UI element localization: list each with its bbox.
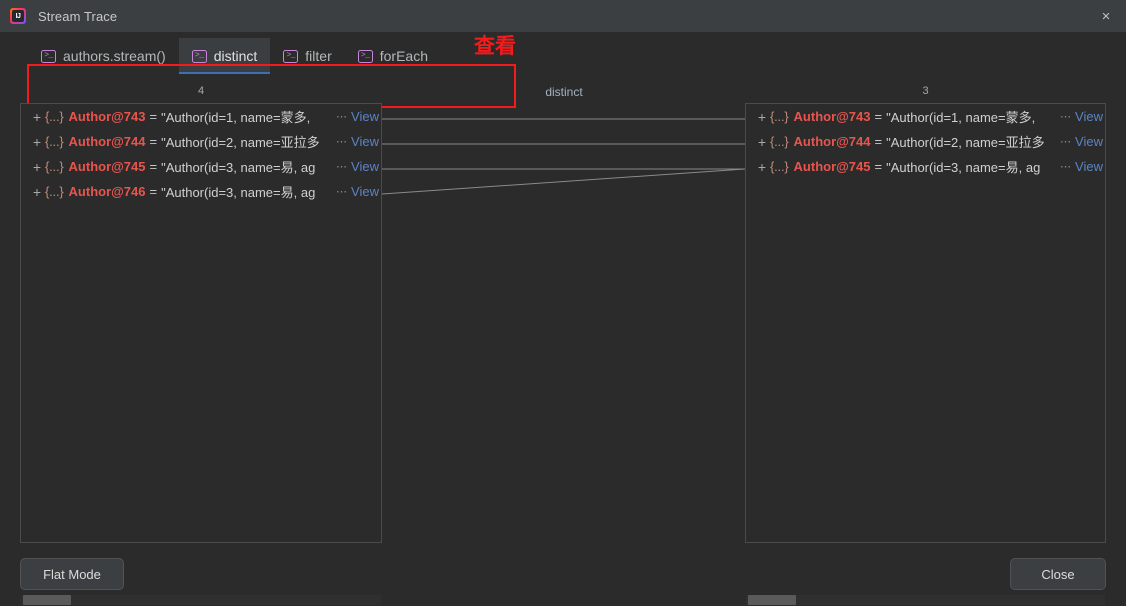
after-panel-hscrollbar[interactable] — [746, 595, 1105, 605]
object-value: "Author(id=2, name=亚拉多 — [886, 135, 1045, 150]
trace-row[interactable]: + {...} Author@744 = "Author(id=2, name=… — [21, 129, 381, 154]
view-link[interactable]: View — [351, 134, 379, 149]
logo-glyph: IJ — [15, 12, 21, 20]
expand-toggle-icon[interactable]: + — [757, 108, 767, 125]
expand-toggle-icon[interactable]: + — [757, 133, 767, 150]
tab-distinct[interactable]: >_ distinct — [178, 38, 271, 74]
truncation-ellipsis: ⋯ — [1060, 136, 1073, 148]
terminal-icon: >_ — [283, 49, 299, 63]
equals-sign: = — [149, 134, 158, 149]
object-name: Author@745 — [68, 159, 146, 174]
stream-chain-tabbar: >_ authors.stream() >_ distinct >_ filte… — [0, 32, 1126, 108]
tab-label: authors.stream() — [63, 48, 166, 64]
view-link[interactable]: View — [1075, 109, 1103, 124]
object-braces-icon: {...} — [45, 134, 64, 149]
object-value: "Author(id=1, name=蒙多, — [886, 110, 1036, 125]
tab-label: distinct — [213, 48, 258, 64]
before-values-panel[interactable]: + {...} Author@743 = "Author(id=1, name=… — [20, 103, 382, 543]
tab-authors-stream[interactable]: >_ authors.stream() — [28, 38, 179, 74]
expand-toggle-icon[interactable]: + — [32, 108, 42, 125]
trace-row[interactable]: + {...} Author@746 = "Author(id=3, name=… — [21, 179, 381, 204]
equals-sign: = — [874, 159, 883, 174]
object-braces-icon: {...} — [45, 159, 64, 174]
object-braces-icon: {...} — [45, 109, 64, 124]
object-value: "Author(id=3, name=易, ag — [886, 160, 1041, 175]
object-name: Author@744 — [793, 134, 871, 149]
truncation-ellipsis: ⋯ — [336, 186, 349, 198]
after-count-label: 3 — [922, 85, 929, 97]
view-link[interactable]: View — [351, 109, 379, 124]
terminal-icon: >_ — [191, 49, 207, 63]
tab-label: forEach — [379, 48, 428, 64]
terminal-icon: >_ — [357, 49, 373, 63]
object-braces-icon: {...} — [770, 134, 789, 149]
window-title: Stream Trace — [38, 8, 118, 24]
truncation-ellipsis: ⋯ — [1060, 111, 1073, 123]
object-value: "Author(id=3, name=易, ag — [161, 185, 316, 200]
intellij-idea-logo-icon: IJ — [10, 8, 26, 24]
view-link[interactable]: View — [351, 159, 379, 174]
object-braces-icon: {...} — [770, 159, 789, 174]
truncation-ellipsis: ⋯ — [1060, 161, 1073, 173]
scrollbar-thumb[interactable] — [23, 595, 71, 605]
dialog-titlebar: IJ Stream Trace × — [0, 0, 1126, 32]
object-value: "Author(id=2, name=亚拉多 — [161, 135, 320, 150]
object-name: Author@745 — [793, 159, 871, 174]
expand-toggle-icon[interactable]: + — [757, 158, 767, 175]
expand-toggle-icon[interactable]: + — [32, 183, 42, 200]
object-value: "Author(id=3, name=易, ag — [161, 160, 316, 175]
object-name: Author@743 — [793, 109, 871, 124]
tab-filter[interactable]: >_ filter — [270, 38, 344, 74]
operation-name-label: distinct — [545, 85, 583, 99]
trace-row[interactable]: + {...} Author@745 = "Author(id=3, name=… — [21, 154, 381, 179]
tab-foreach[interactable]: >_ forEach — [345, 38, 441, 74]
before-panel-hscrollbar[interactable] — [21, 595, 381, 605]
object-name: Author@746 — [68, 184, 146, 199]
trace-row[interactable]: + {...} Author@743 = "Author(id=1, name=… — [21, 104, 381, 129]
view-link[interactable]: View — [1075, 134, 1103, 149]
equals-sign: = — [149, 109, 158, 124]
truncation-ellipsis: ⋯ — [336, 161, 349, 173]
equals-sign: = — [874, 134, 883, 149]
close-icon[interactable]: × — [1101, 7, 1111, 25]
object-braces-icon: {...} — [45, 184, 64, 199]
after-values-panel[interactable]: + {...} Author@743 = "Author(id=1, name=… — [745, 103, 1106, 543]
tab-list: >_ authors.stream() >_ distinct >_ filte… — [28, 38, 441, 74]
view-link[interactable]: View — [351, 184, 379, 199]
terminal-icon: >_ — [41, 49, 56, 63]
view-link[interactable]: View — [1075, 159, 1103, 174]
trace-row[interactable]: + {...} Author@744 = "Author(id=2, name=… — [746, 129, 1105, 154]
before-count-label: 4 — [197, 85, 205, 97]
object-name: Author@743 — [68, 109, 146, 124]
object-value: "Author(id=1, name=蒙多, — [161, 110, 311, 125]
tab-label: filter — [305, 48, 332, 64]
equals-sign: = — [149, 184, 158, 199]
expand-toggle-icon[interactable]: + — [32, 133, 42, 150]
trace-row[interactable]: + {...} Author@745 = "Author(id=3, name=… — [746, 154, 1105, 179]
close-button[interactable]: Close — [1010, 558, 1106, 590]
equals-sign: = — [149, 159, 158, 174]
trace-row[interactable]: + {...} Author@743 = "Author(id=1, name=… — [746, 104, 1105, 129]
object-name: Author@744 — [68, 134, 146, 149]
scrollbar-thumb[interactable] — [748, 595, 796, 605]
flat-mode-button[interactable]: Flat Mode — [20, 558, 124, 590]
truncation-ellipsis: ⋯ — [336, 136, 349, 148]
truncation-ellipsis: ⋯ — [336, 111, 349, 123]
object-braces-icon: {...} — [770, 109, 789, 124]
expand-toggle-icon[interactable]: + — [32, 158, 42, 175]
equals-sign: = — [874, 109, 883, 124]
